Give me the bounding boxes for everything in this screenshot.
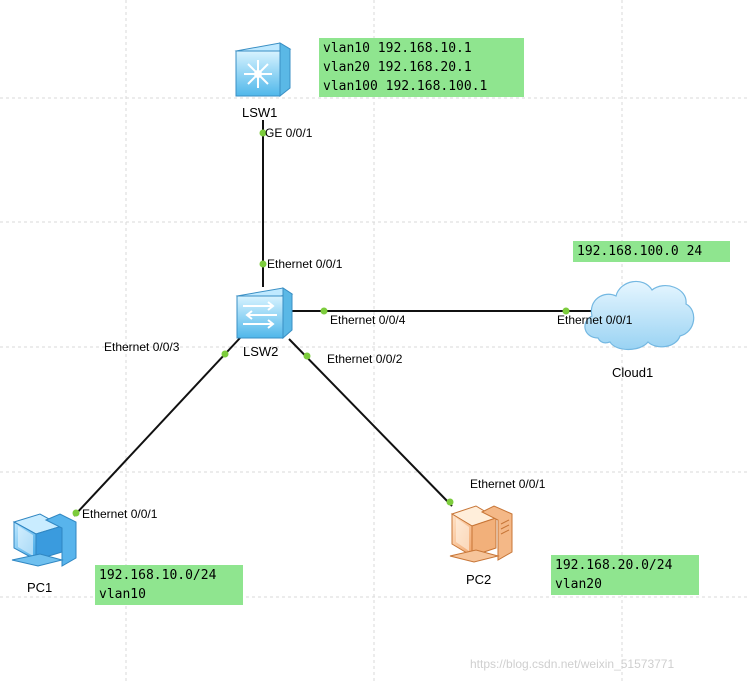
note-line: 192.168.10.0/24: [99, 568, 217, 583]
lsw2-switch-icon[interactable]: [235, 287, 294, 340]
watermark: https://blog.csdn.net/weixin_51573771: [470, 657, 675, 671]
port-dot-pc2-e1: [446, 498, 454, 506]
pc2-label: PC2: [466, 572, 492, 587]
note-line: 192.168.20.0/24: [555, 558, 673, 573]
note-pc2-network: 192.168.20.0/24 vlan20: [551, 555, 699, 595]
pc1-computer-icon[interactable]: [11, 513, 77, 567]
port-label-cloud-e1: Ethernet 0/0/1: [557, 313, 633, 327]
port-label-lsw2-e4: Ethernet 0/0/4: [330, 313, 406, 327]
lsw1-label: LSW1: [242, 105, 278, 120]
port-dot-pc1-e1: [72, 509, 80, 517]
note-lsw1-vlanif: vlan10 192.168.10.1 vlan20 192.168.20.1 …: [319, 38, 524, 97]
note-line: vlan20 192.168.20.1: [323, 60, 472, 75]
pc1-label: PC1: [27, 580, 53, 595]
cloud1-label: Cloud1: [612, 365, 654, 380]
cloud1-icon[interactable]: [584, 280, 695, 351]
port-label-pc1-e1: Ethernet 0/0/1: [82, 507, 158, 521]
port-dot-lsw1-ge: [259, 129, 267, 137]
link-lsw2-pc1: [73, 337, 241, 517]
port-label-pc2-e1: Ethernet 0/0/1: [470, 477, 546, 491]
port-dot-lsw2-e2: [303, 352, 311, 360]
note-pc1-network: 192.168.10.0/24 vlan10: [95, 565, 243, 605]
port-dot-lsw2-e3: [221, 350, 229, 358]
note-line: vlan10 192.168.10.1: [323, 41, 472, 56]
port-dot-lsw2-e1: [259, 260, 267, 268]
port-label-lsw2-e1: Ethernet 0/0/1: [267, 257, 343, 271]
note-line: 192.168.100.0 24: [577, 244, 703, 259]
port-label-lsw2-e3: Ethernet 0/0/3: [104, 340, 180, 354]
port-label-lsw1-ge: GE 0/0/1: [265, 126, 313, 140]
pc2-computer-icon[interactable]: [449, 505, 513, 563]
note-line: vlan20: [555, 577, 602, 592]
note-cloud-network: 192.168.100.0 24: [573, 241, 730, 262]
note-line: vlan100 192.168.100.1: [323, 79, 488, 94]
lsw1-switch-icon[interactable]: [234, 42, 292, 98]
lsw2-label: LSW2: [243, 344, 279, 359]
link-lsw2-pc2: [288, 338, 453, 507]
port-dot-lsw2-e4: [320, 307, 328, 315]
port-dot-cloud-e1: [562, 307, 570, 315]
port-label-lsw2-e2: Ethernet 0/0/2: [327, 352, 403, 366]
note-line: vlan10: [99, 587, 146, 602]
